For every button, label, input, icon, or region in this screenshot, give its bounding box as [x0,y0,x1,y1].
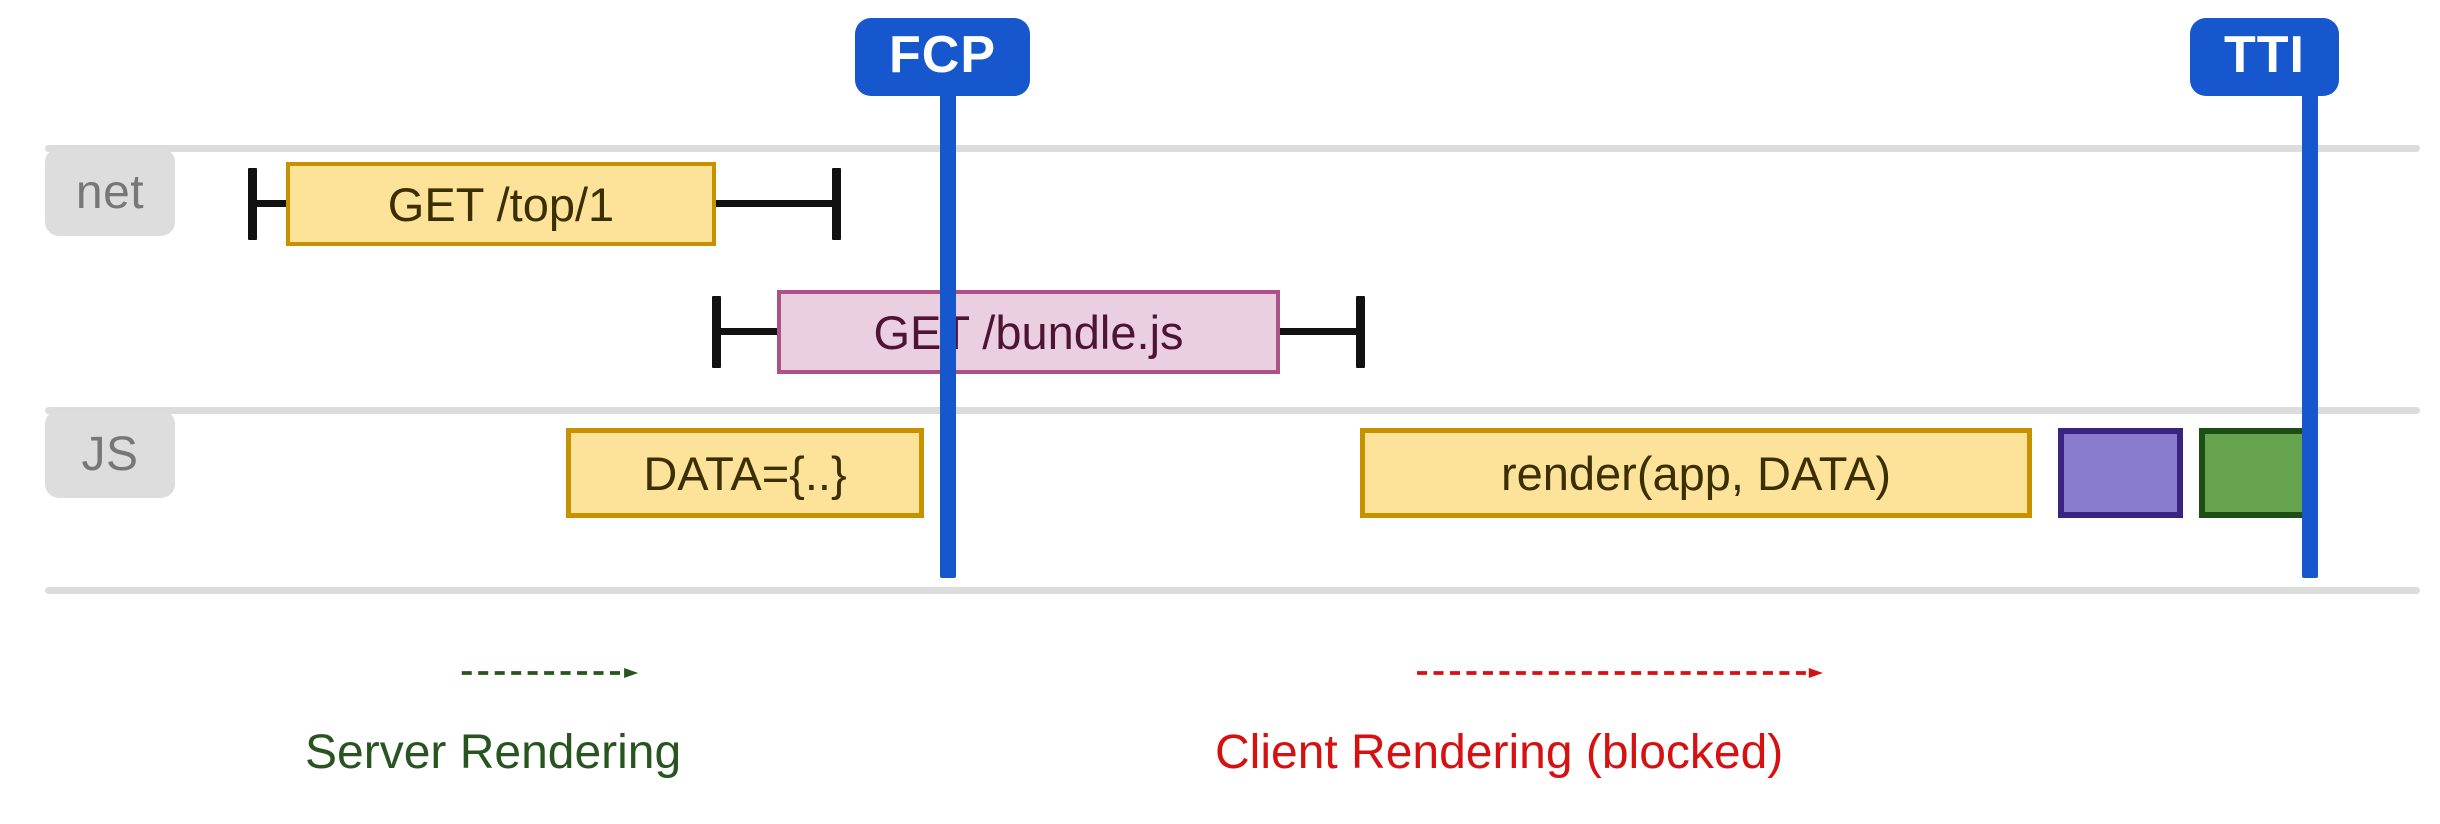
client-rendering-label: Client Rendering (blocked) [1215,725,1783,780]
lane-label-net-text: net [75,165,145,219]
lane-label-js: JS [45,410,175,498]
milestone-badge-tti-label: TTI [2224,26,2305,84]
bar-data-assign-label: DATA={..} [643,446,847,500]
milestone-badge-tti[interactable]: TTI [2190,18,2339,96]
milestone-badge-fcp[interactable]: FCP [855,18,1030,96]
bar-get-top1-label: GET /top/1 [387,177,615,231]
whisker-stem-left-bundle [712,328,782,335]
track-line-footer [45,587,2420,594]
whisker-stem-right-bundle [1276,328,1360,335]
whisker-stem-right-top1 [712,200,838,207]
whisker-cap-right-bundle [1356,296,1365,368]
whisker-stem-left-top1 [248,200,290,207]
bar-paint-green[interactable] [2199,428,2315,518]
bar-get-bundle-js-label: GET /bundle.js [873,305,1184,359]
server-rendering-arrow-icon [461,668,639,678]
client-rendering-arrow-icon [1417,668,1823,678]
server-rendering-label: Server Rendering [305,725,681,780]
bar-get-top1[interactable]: GET /top/1 [286,162,716,246]
track-line-net [45,145,2420,152]
milestone-badge-fcp-label: FCP [889,26,996,84]
bar-render-app-data-label: render(app, DATA) [1500,446,1892,500]
lane-label-js-text: JS [81,427,139,481]
bar-render-app-data[interactable]: render(app, DATA) [1360,428,2032,518]
client-rendering-label-text: Client Rendering (blocked) [1215,726,1784,779]
milestone-line-tti [2302,88,2318,578]
milestone-line-fcp [940,88,956,578]
bar-data-assign[interactable]: DATA={..} [566,428,924,518]
lane-label-net: net [45,148,175,236]
bar-get-bundle-js[interactable]: GET /bundle.js [777,290,1280,374]
bar-hydrate-purple[interactable] [2058,428,2183,518]
track-line-js [45,407,2420,414]
server-rendering-label-text: Server Rendering [305,726,682,779]
